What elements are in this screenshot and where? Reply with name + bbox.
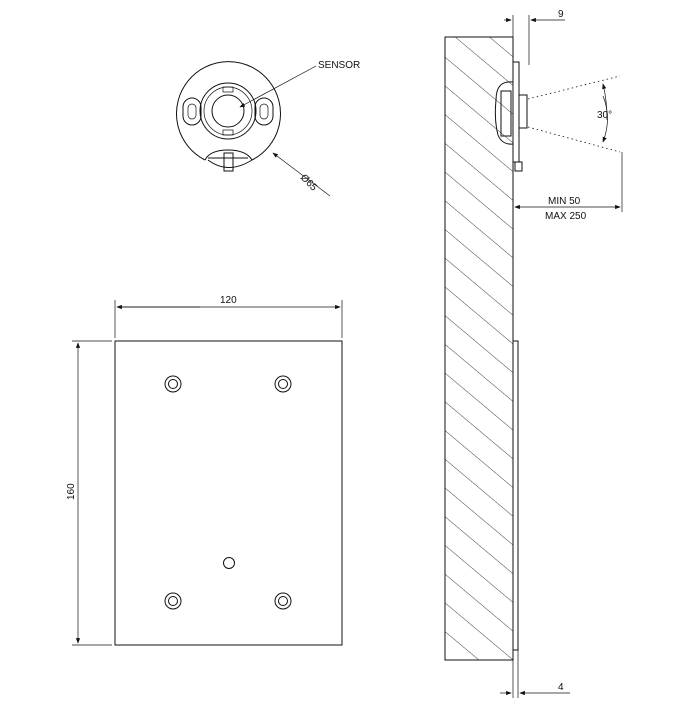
diameter-label: Ø65	[298, 172, 319, 193]
height-label: 160	[66, 483, 77, 500]
mount-slot-left	[182, 97, 202, 126]
width-label: 120	[220, 295, 237, 306]
sensor-lens	[211, 94, 245, 128]
offset-label: 9	[558, 9, 564, 20]
sensor-body-outline	[176, 61, 281, 161]
sensor-hole	[223, 557, 235, 569]
screw-hole	[164, 375, 182, 393]
screw-hole	[164, 592, 182, 610]
wall-section	[444, 36, 514, 661]
screw-hole	[274, 375, 292, 393]
sensor-top-view: SENSOR Ø65	[176, 60, 360, 197]
sensor-leader-line	[239, 65, 317, 108]
sensor-lens-side	[518, 94, 528, 129]
front-plate-view: 120 160	[66, 295, 343, 646]
angle-label: 30°	[597, 110, 612, 121]
sensor-cover-plate	[512, 61, 520, 163]
screw-hole	[274, 592, 292, 610]
sensor-label: SENSOR	[318, 60, 360, 71]
mount-slot-right	[254, 97, 274, 126]
max-distance-label: MAX 250	[545, 211, 587, 222]
plate-outline	[114, 340, 343, 646]
sensor-tab	[223, 152, 234, 172]
side-section-view: 30° 9 MIN 50 MAX 250 4	[444, 9, 623, 698]
plate-thickness-label: 4	[558, 682, 564, 693]
mounting-plate-side	[512, 340, 519, 651]
min-distance-label: MIN 50	[548, 196, 581, 207]
